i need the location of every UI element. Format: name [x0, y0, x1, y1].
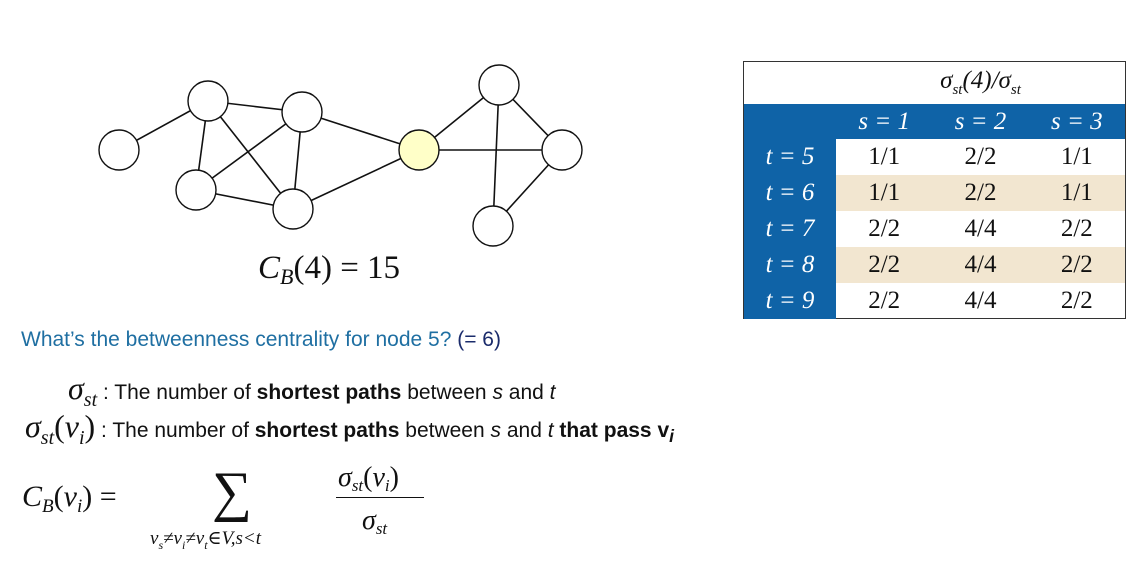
- graph-node: [175, 169, 217, 211]
- row-header: t = 5: [744, 139, 836, 175]
- graph-node: [187, 80, 229, 122]
- fraction-denominator: σst: [362, 505, 388, 538]
- table-cell: 2/2: [1060, 287, 1093, 314]
- table-cell: 2/2: [836, 247, 933, 283]
- sigma-st-symbol: σst: [68, 370, 98, 411]
- table-cell: 4/4: [932, 247, 1029, 283]
- graph-node: [541, 129, 583, 171]
- sum-range: vs≠vi≠vt∈V,s<t: [150, 528, 262, 552]
- table-cell: 2/2: [1028, 247, 1125, 283]
- table-cell: 4/4: [964, 287, 997, 314]
- fraction-bar: [336, 497, 424, 498]
- table-cell: 2/2: [964, 143, 997, 170]
- graph-node: [98, 129, 140, 171]
- sigma-st-definition: σst : The number of shortest paths betwe…: [68, 370, 556, 411]
- table-cell: 1/1: [836, 175, 933, 211]
- table-cell: 1/1: [1028, 175, 1125, 211]
- table-cell: 1/1: [868, 143, 901, 170]
- graph-node: [281, 91, 323, 133]
- row-header: t = 8: [744, 247, 836, 283]
- graph-node: [478, 64, 520, 106]
- table-cell: 2/2: [932, 175, 1029, 211]
- table-title: σst(4)/σst: [940, 67, 1021, 98]
- table-cell: 4/4: [964, 215, 997, 242]
- table-row: t = 7 2/2 4/4 2/2: [744, 211, 1125, 247]
- formula-lhs: CB(vi) =: [22, 480, 117, 517]
- table-cell: 2/2: [1060, 215, 1093, 242]
- question-answer: (= 6): [457, 328, 501, 351]
- table-row: t = 8 2/2 4/4 2/2: [744, 247, 1125, 283]
- table-cell: 2/2: [868, 215, 901, 242]
- question-body: What’s the betweenness centrality for no…: [21, 328, 452, 351]
- sigma-st-vi-definition: σst((vvi) : The number of shortest paths…: [25, 408, 674, 449]
- c-symbol: C: [258, 250, 281, 286]
- table-row: t = 9 2/2 4/4 2/2: [744, 283, 1125, 319]
- table-cell: 2/2: [868, 287, 901, 314]
- row-header: t = 6: [744, 175, 836, 211]
- table-row: t = 6 1/1 2/2 1/1: [744, 175, 1125, 211]
- sigma-st-vi-symbol: σst((vvi): [25, 408, 96, 449]
- graph-node-highlighted: [398, 129, 440, 171]
- table-row: t = 5 1/1 2/2 1/1: [744, 139, 1125, 175]
- c-subscript: B: [280, 264, 294, 289]
- sum-symbol: ∑: [212, 461, 252, 523]
- node4-centrality-label: CB(4) = 15: [258, 250, 400, 290]
- graph-node: [472, 205, 514, 247]
- c-value: (4) = 15: [293, 250, 401, 286]
- question-text: What’s the betweenness centrality for no…: [21, 328, 501, 352]
- graph-node: [272, 188, 314, 230]
- col-header-s3: s = 3: [1028, 104, 1125, 139]
- graph-diagram: [98, 64, 583, 247]
- fraction-numerator: σst(vi): [338, 462, 399, 495]
- table-cell: 1/1: [1060, 143, 1093, 170]
- row-header: t = 7: [744, 211, 836, 247]
- col-header-s2: s = 2: [932, 104, 1029, 139]
- row-header: t = 9: [744, 283, 836, 319]
- col-header-s1: s = 1: [836, 104, 933, 139]
- sigma-ratio-table: σst(4)/σst s = 1 s = 2 s = 3 t = 5 1/1 2…: [743, 61, 1126, 319]
